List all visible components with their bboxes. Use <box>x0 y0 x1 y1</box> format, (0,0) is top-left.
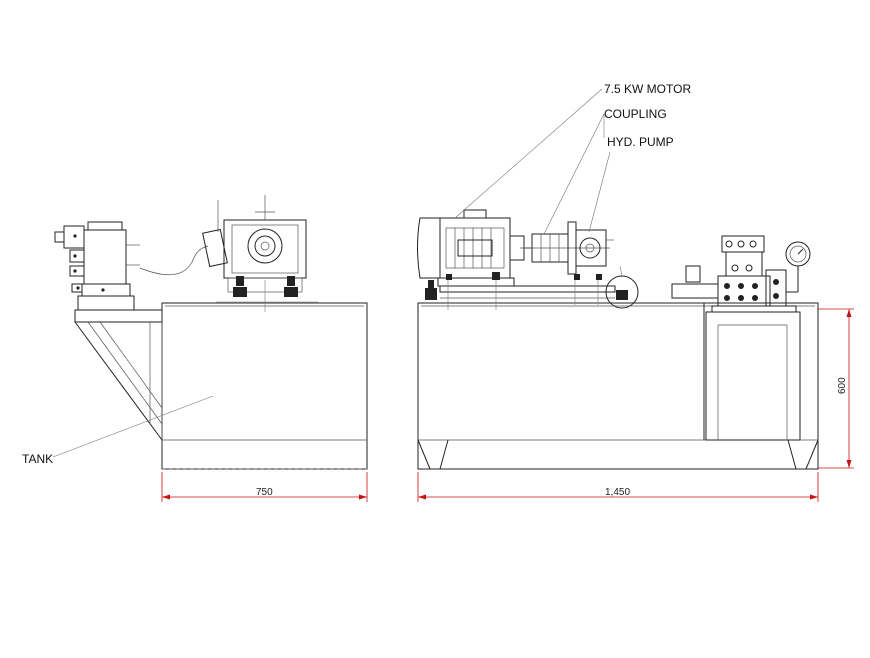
leader-lines <box>52 88 611 458</box>
dimension-side-width-text: 750 <box>256 487 273 498</box>
front-view-pump <box>567 221 614 275</box>
dimension-height <box>818 308 854 469</box>
side-view <box>54 195 368 470</box>
front-view-base-plate <box>425 272 628 310</box>
front-view-tank <box>417 302 819 470</box>
pressure-gauge <box>785 241 811 293</box>
side-view-mounts <box>233 276 298 297</box>
side-view-hose <box>139 245 209 276</box>
tank-label: TANK <box>22 452 53 466</box>
dimension-height-text: 600 <box>837 377 848 394</box>
front-view-coupling <box>520 233 610 263</box>
pump-label: HYD. PUMP <box>607 135 674 149</box>
motor-label: 7.5 KW MOTOR <box>604 82 691 96</box>
dimension-front-width <box>417 472 819 502</box>
dimension-front-width-text: 1,450 <box>605 487 630 498</box>
front-view-motor <box>417 209 532 287</box>
side-view-motor <box>202 195 318 312</box>
front-view <box>417 209 819 470</box>
front-view-manifold <box>671 235 797 313</box>
side-view-tank <box>161 302 368 470</box>
coupling-label: COUPLING <box>604 107 667 121</box>
dimension-side-width <box>161 472 368 502</box>
side-view-valve-block <box>54 221 140 311</box>
